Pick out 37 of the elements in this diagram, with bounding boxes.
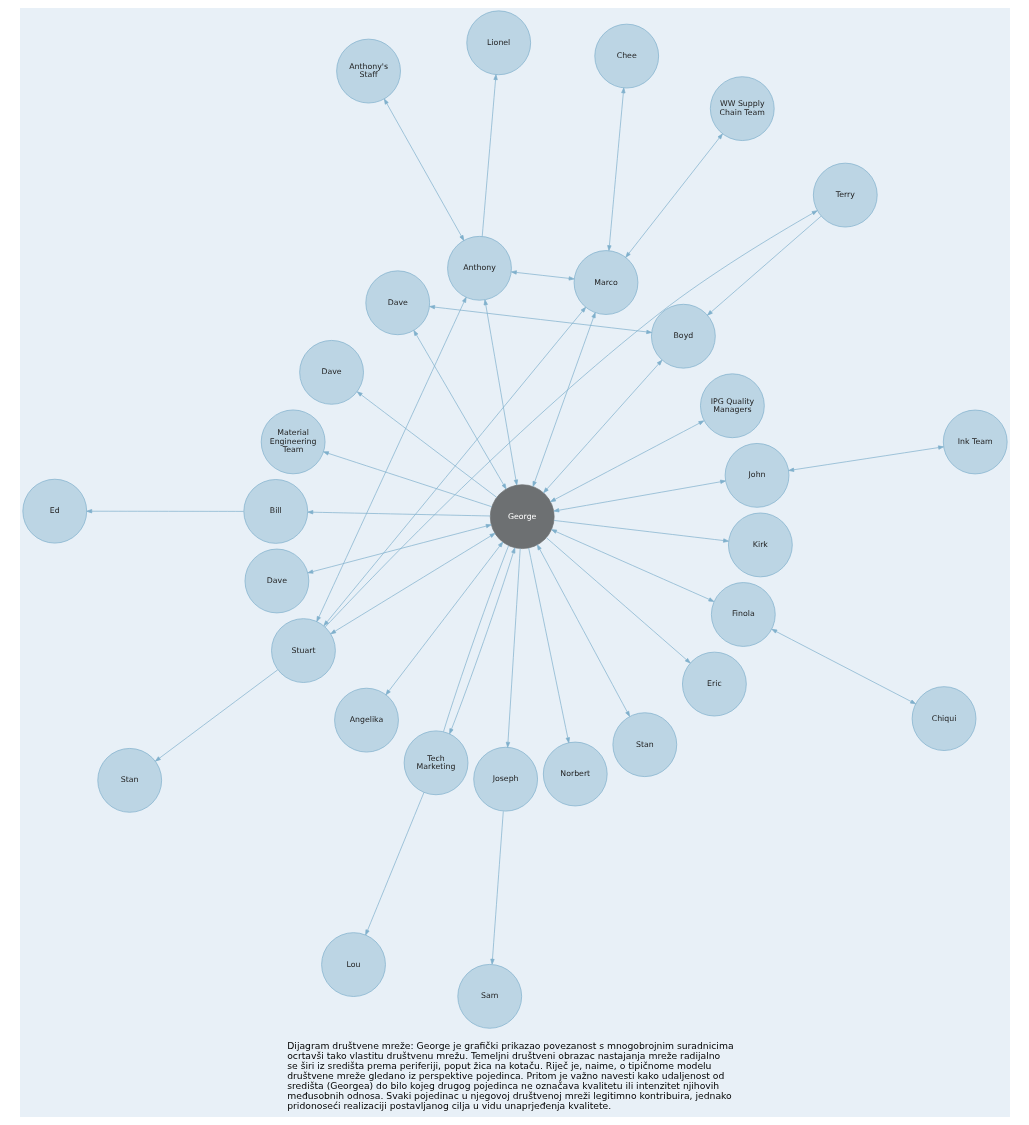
arrow: [532, 312, 596, 487]
arrow: [322, 451, 492, 508]
arrow: [706, 215, 821, 316]
connector: [442, 545, 509, 732]
arrow: [85, 509, 244, 514]
caption: Dijagram društvene mreže: George je grafički prikazao povezanost s mnogobrojnim suradnicima ocrtavši tako vlastitu društvenu mrežu. Temeljni društveni obrazac nastajanja mreže radijalno se širi iz središta prema periferiji, poput žica na kotaču. Riječ je, naime, o tipičnome modelu društvene mreže gledano iz perspektive pojedinca. Pritom je važno navesti kako udaljenost od središta (Georgea) do bilo kojeg drugog pojedinca ne označava kvalitetu ili intenzitet njihovih međusobnih odnosa. Svaki pojedinac u njegovoj društvenoj mreži legitimno kontribuira, jednako pridonoseći realizaciji postavljanog cilja u vidu unaprjeđenja kvalitete.: [286, 1040, 734, 1111]
arrow: [606, 87, 625, 251]
arrow: [428, 305, 652, 334]
arrow: [489, 810, 504, 965]
arrow: [510, 270, 574, 281]
arrow: [787, 445, 944, 472]
arrow: [315, 297, 466, 622]
arrow: [542, 359, 662, 494]
arrow: [385, 541, 503, 696]
arrow: [154, 669, 278, 762]
arrow: [329, 533, 495, 635]
arrow: [536, 544, 630, 717]
arrow: [307, 510, 491, 517]
arrow: [364, 792, 424, 936]
arrow: [413, 330, 506, 490]
arrow: [527, 547, 570, 744]
arrow: [483, 299, 518, 486]
arrow: [307, 524, 491, 574]
arrow: [550, 529, 714, 602]
arrow: [549, 420, 704, 503]
arrow: [553, 520, 729, 543]
arrow: [624, 133, 723, 258]
arrow: [448, 547, 515, 735]
arrow: [324, 210, 817, 628]
arrow: [323, 306, 586, 627]
arrow: [505, 548, 521, 748]
arrow: [481, 74, 498, 237]
arrow: [356, 391, 497, 498]
arrow: [553, 479, 726, 513]
arrow: [545, 537, 691, 664]
arrow: [383, 98, 464, 241]
arrow: [771, 628, 916, 705]
